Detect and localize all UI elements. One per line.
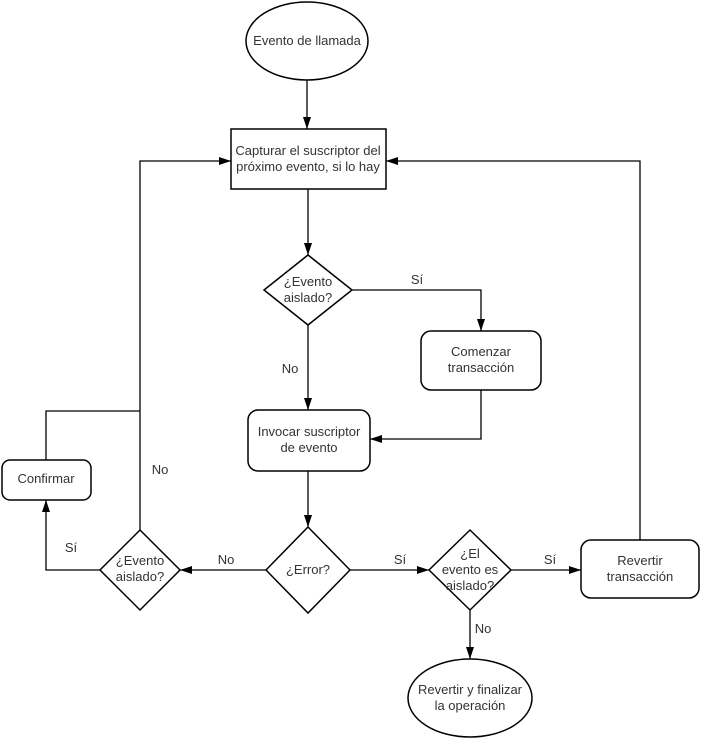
edge-label-error-no: No — [216, 552, 236, 568]
edge-revert-transaction-to-capture — [386, 157, 641, 540]
edge-label-isolated1-no: No — [280, 361, 300, 377]
node-begin-transaction-rect — [420, 330, 542, 391]
edges-layer — [42, 80, 641, 659]
node-end-ellipse — [407, 658, 533, 738]
node-isolated-check-2-diamond — [427, 528, 513, 612]
edge-begin-transaction-to-invoke — [370, 390, 482, 443]
edge-label-error-yes: Sí — [392, 552, 408, 568]
node-capture-label: Capturar el suscriptor del próximo event… — [235, 143, 381, 174]
node-error-check-label: ¿Error? — [285, 562, 331, 578]
node-isolated-check-1-label: ¿Evento aislado? — [283, 274, 333, 305]
edge-label-isolated3-yes: Sí — [63, 540, 79, 556]
edge-isolated3-yes-to-confirm — [42, 500, 100, 571]
edge-label-isolated2-no: No — [473, 621, 493, 637]
node-confirm-label: Confirmar — [17, 471, 75, 487]
node-start-ellipse — [245, 1, 369, 81]
edge-isolated3-no-to-capture — [139, 157, 231, 530]
edge-label-isolated2-yes: Sí — [542, 552, 558, 568]
node-start-label: Evento de llamada — [253, 33, 361, 49]
node-isolated-check-2-label: ¿El evento es aislado? — [441, 546, 499, 593]
node-revert-transaction-label: Revertir transacción — [606, 553, 674, 584]
node-isolated-check-1-diamond — [262, 254, 354, 326]
node-begin-transaction-label: Comenzar transacción — [447, 344, 515, 375]
node-end-label: Revertir y finalizar la operación — [417, 682, 523, 713]
edge-isolated1-yes-to-begin-transaction — [352, 289, 485, 331]
edge-confirm-to-capture-junction — [45, 410, 140, 460]
node-invoke-subscriber-rect — [247, 409, 371, 472]
node-isolated-check-3-diamond — [98, 528, 182, 612]
node-capture-rect — [230, 128, 387, 190]
node-invoke-subscriber-label: Invocar suscriptor de evento — [257, 424, 361, 455]
node-isolated-check-3-label: ¿Evento aislado? — [115, 553, 165, 584]
node-revert-transaction-rect — [580, 539, 700, 599]
node-confirm-rect — [1, 459, 92, 501]
edge-label-isolated1-yes: Sí — [409, 272, 425, 288]
node-error-check-diamond — [264, 525, 352, 615]
edge-label-isolated3-no: No — [150, 462, 170, 478]
